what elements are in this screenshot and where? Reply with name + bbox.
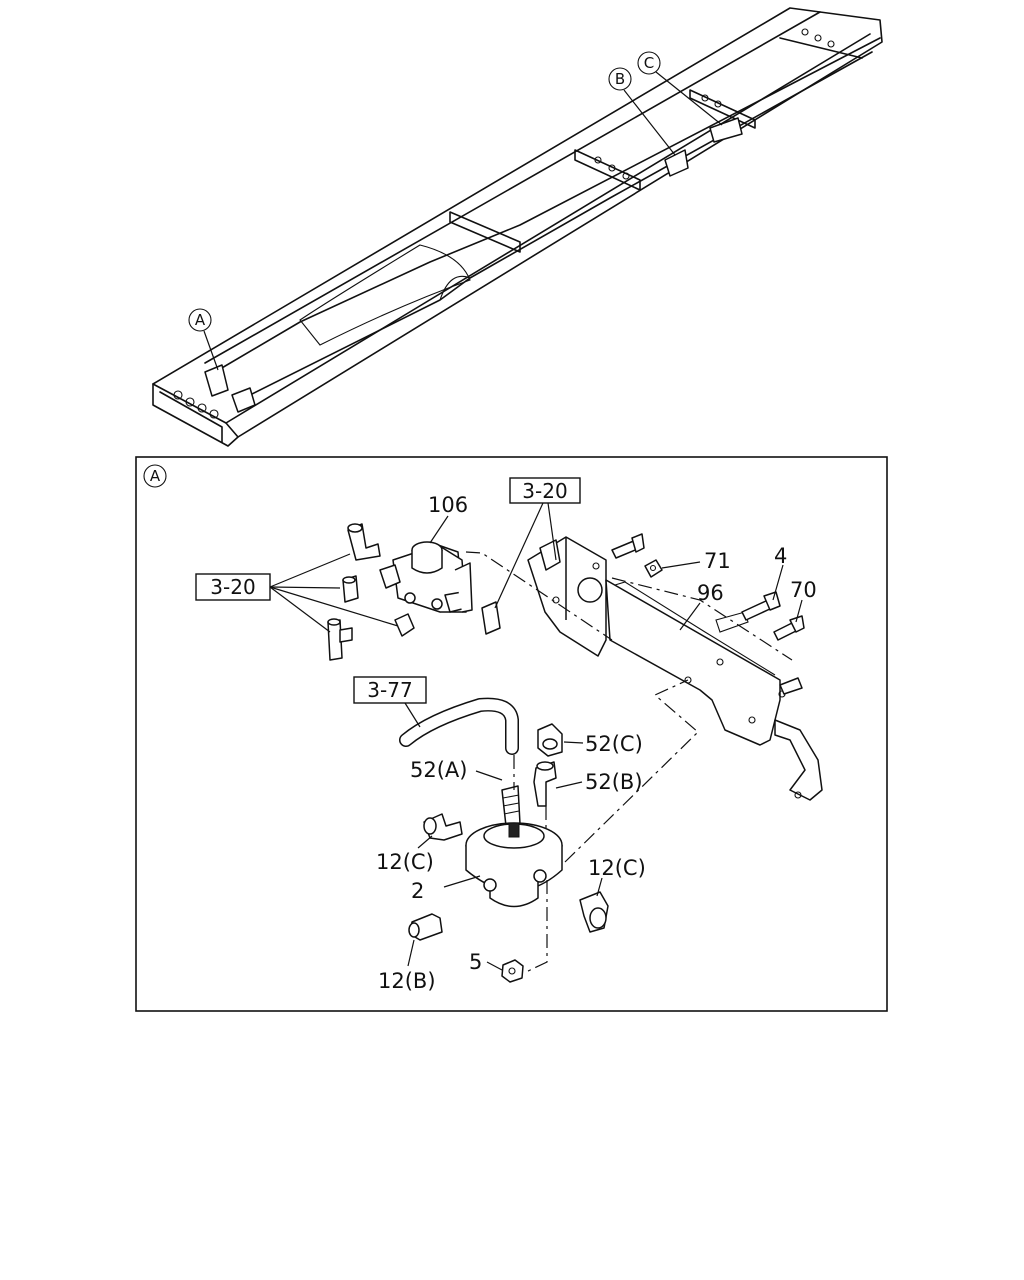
svg-text:C: C (644, 54, 654, 72)
frame-holes (173, 28, 835, 419)
fitting-12c-left[interactable] (423, 813, 463, 841)
detail-marker: A (143, 464, 167, 488)
nut-71[interactable] (644, 559, 663, 578)
label-70: 70 (790, 578, 817, 602)
callout-b[interactable]: B (608, 67, 676, 156)
fitting-52b[interactable] (533, 761, 557, 807)
valve-2[interactable] (465, 822, 563, 908)
label-12c-right: 12(C) (588, 856, 646, 880)
label-52c: 52(C) (585, 732, 643, 756)
callout-c[interactable]: C (637, 51, 723, 126)
detail-panel (135, 456, 888, 1012)
bolt-under-bracket[interactable] (779, 677, 803, 695)
bracket-96[interactable] (527, 536, 823, 801)
label-2: 2 (411, 879, 424, 903)
leader-lines (269, 502, 803, 973)
label-52a: 52(A) (410, 758, 467, 782)
bolt-70[interactable] (773, 615, 805, 641)
label-4: 4 (774, 544, 787, 568)
svg-text:A: A (195, 311, 206, 329)
chassis-frame (152, 7, 883, 447)
svg-text:B: B (615, 70, 625, 88)
ref-box-3-20-left[interactable]: 3-20 (195, 573, 271, 601)
callout-a[interactable]: A (188, 308, 219, 371)
ref-box-3-77[interactable]: 3-77 (353, 676, 427, 704)
relay-valve-106[interactable] (379, 541, 473, 613)
label-5: 5 (469, 950, 482, 974)
label-106: 106 (428, 493, 468, 517)
fitting-52a[interactable] (501, 785, 521, 827)
label-71: 71 (704, 549, 731, 573)
svg-text:3-77: 3-77 (367, 678, 412, 702)
label-96: 96 (697, 581, 724, 605)
fitting-12b[interactable] (408, 913, 443, 941)
ref-box-3-20-top[interactable]: 3-20 (509, 477, 581, 504)
hose-3-77[interactable] (399, 697, 519, 755)
fittings-3-20[interactable] (327, 523, 501, 661)
svg-text:3-20: 3-20 (210, 575, 255, 599)
svg-text:A: A (150, 467, 161, 485)
fitting-12c-right[interactable] (579, 891, 609, 933)
svg-text:3-20: 3-20 (522, 479, 567, 503)
fitting-52c[interactable] (537, 723, 563, 757)
bolt-top[interactable] (611, 533, 645, 559)
label-12c-left: 12(C) (376, 850, 434, 874)
bolt-4[interactable] (741, 591, 781, 621)
part-labels: 106 71 4 70 96 52(C) 52(A) 52(B) 12(C) 2… (376, 493, 817, 993)
label-52b: 52(B) (585, 770, 643, 794)
label-12b: 12(B) (378, 969, 436, 993)
nut-5[interactable] (501, 959, 524, 983)
